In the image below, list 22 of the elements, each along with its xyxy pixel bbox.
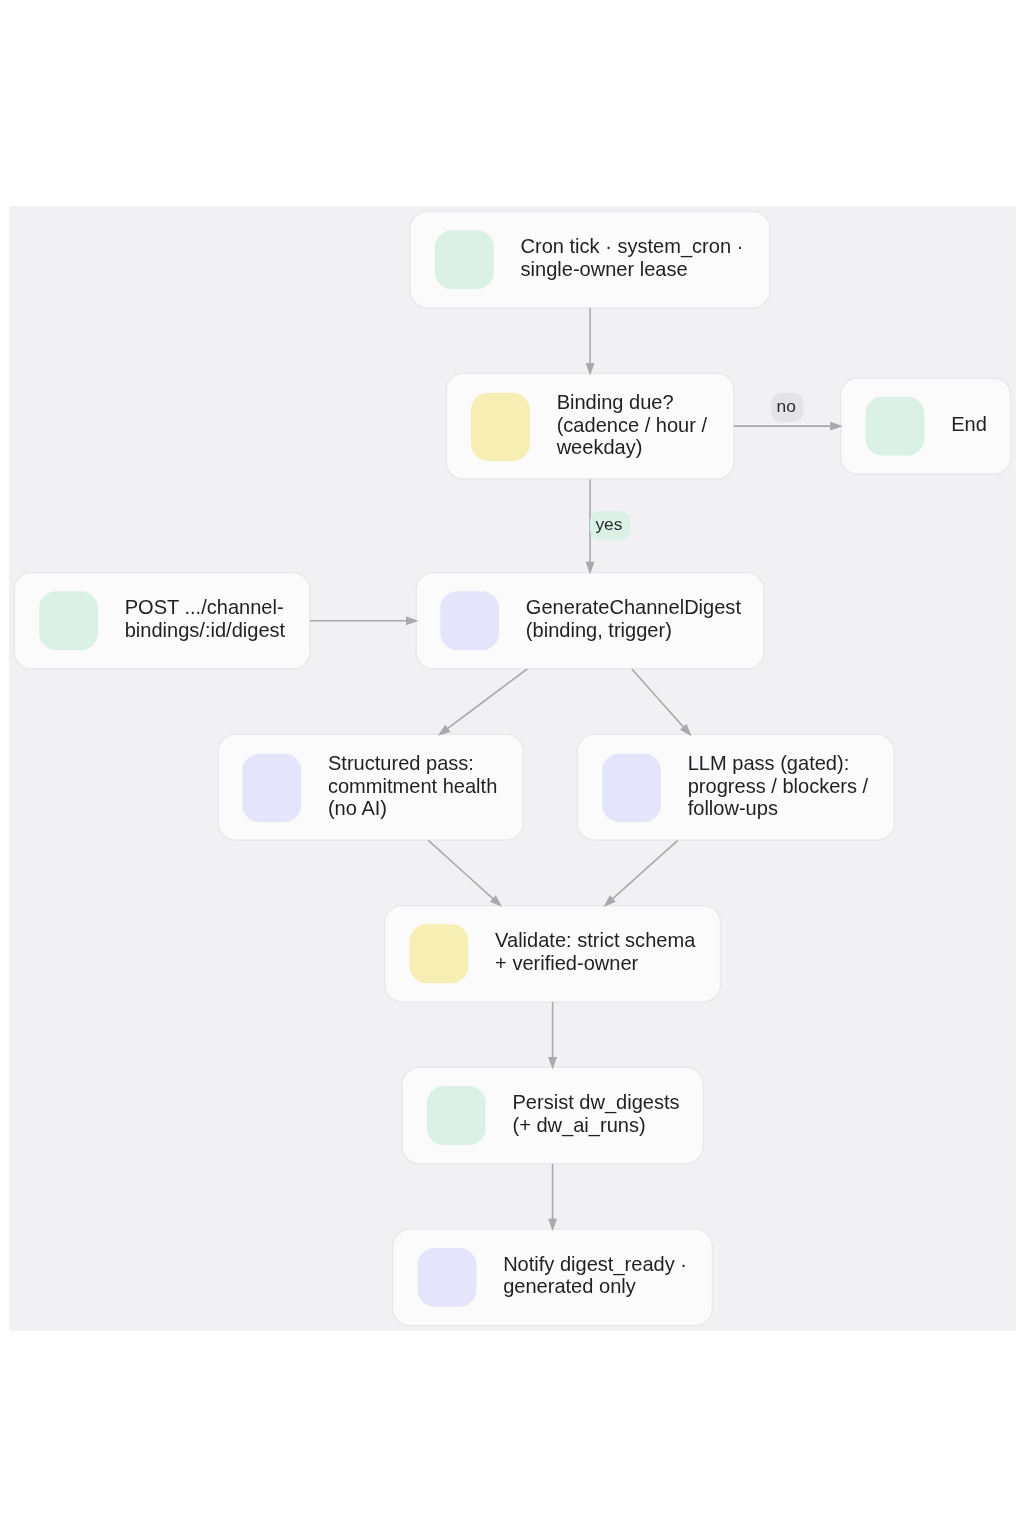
- node-box: LLM pass (gated): progress / blockers / follow-ups: [576, 733, 895, 841]
- arrow: [547, 1162, 557, 1231]
- node-box: Structured pass: commitment health (no AI): [217, 733, 524, 841]
- node-box: Cron tick · system_cron · single-owner lease: [409, 210, 771, 308]
- edge-label: yes: [594, 513, 622, 534]
- node-box: Persist dw_digests (+ dw_ai_runs): [401, 1066, 704, 1164]
- arrow: [585, 306, 594, 376]
- arrow: [437, 667, 528, 736]
- arrow: [732, 421, 843, 431]
- arrow: [427, 839, 502, 907]
- node-box: GenerateChannelDigest (binding, trigger): [415, 571, 765, 670]
- node-box: Validate: strict schema + verified-owner: [383, 904, 721, 1003]
- arrow: [602, 839, 679, 907]
- arrow: [630, 667, 692, 736]
- node-box: Notify digest_ready · generated only: [391, 1228, 713, 1326]
- edge-label: no: [776, 395, 796, 416]
- node-box: Binding due? (cadence / hour / weekday): [445, 372, 734, 480]
- node-box: End: [839, 376, 1011, 475]
- arrow: [547, 1000, 557, 1069]
- arrow: [308, 615, 419, 625]
- node-box: POST .../channel-bindings/:id/digest: [13, 571, 311, 670]
- arrow: [585, 478, 594, 574]
